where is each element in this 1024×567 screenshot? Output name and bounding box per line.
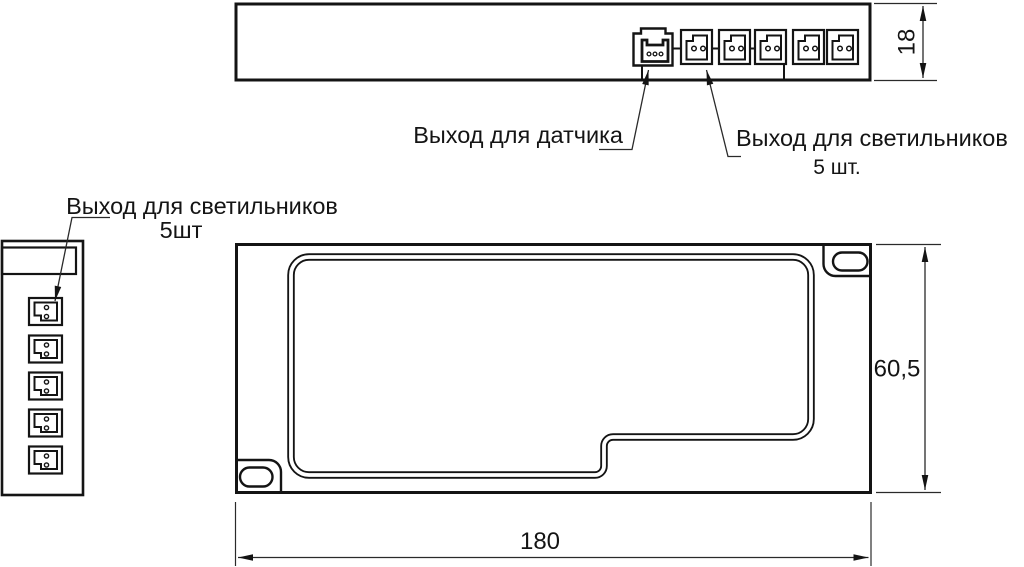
luminaire-qty-label: 5 шт. [813, 156, 861, 179]
dimension-height-value: 60,5 [874, 356, 921, 383]
luminaire-connector [679, 28, 714, 66]
inner-groove [287, 253, 815, 479]
luminaire-connector-side [27, 408, 64, 438]
sensor-leader-line [599, 69, 650, 151]
sensor-output-label: Выход для датчика [413, 122, 624, 148]
dimension-thickness-value: 18 [894, 29, 921, 56]
luminaire-connector-side [27, 296, 64, 327]
luminaire-connector [753, 28, 788, 66]
side-leader-line [54, 216, 110, 302]
top-view-outline [234, 2, 872, 82]
luminaire-connector-side [27, 371, 64, 401]
callouts-top-view: Выход для датчика Выход для светильников… [413, 69, 1008, 179]
side-qty-label: 5шт [160, 217, 203, 243]
side-view [0, 239, 85, 497]
mounting-hole-bottom-left [238, 458, 283, 491]
front-view [235, 243, 872, 494]
dimension-width: 180 [234, 502, 872, 566]
sensor-connector [632, 27, 674, 67]
side-view-top-band [0, 246, 78, 276]
luminaire-connector [791, 28, 826, 66]
luminaire-connector [717, 28, 752, 66]
luminaire-output-label: Выход для светильников [736, 125, 1008, 151]
dimension-height: 60,5 [874, 243, 941, 494]
side-output-label: Выход для светильников [66, 193, 338, 219]
luminaire-connector-side [27, 334, 64, 364]
dimension-thickness: 18 [874, 2, 937, 82]
front-view-outline [235, 243, 872, 494]
dimension-width-value: 180 [520, 528, 560, 555]
luminaire-leader-line [705, 69, 741, 158]
mounting-hole-top-right [822, 246, 869, 278]
luminaire-connector [825, 28, 860, 66]
side-view-outline [0, 239, 85, 497]
top-edge-view [234, 2, 872, 82]
callout-side-view: Выход для светильников 5шт [54, 193, 338, 302]
connector-links [641, 47, 785, 80]
luminaire-connector-side [27, 445, 64, 475]
